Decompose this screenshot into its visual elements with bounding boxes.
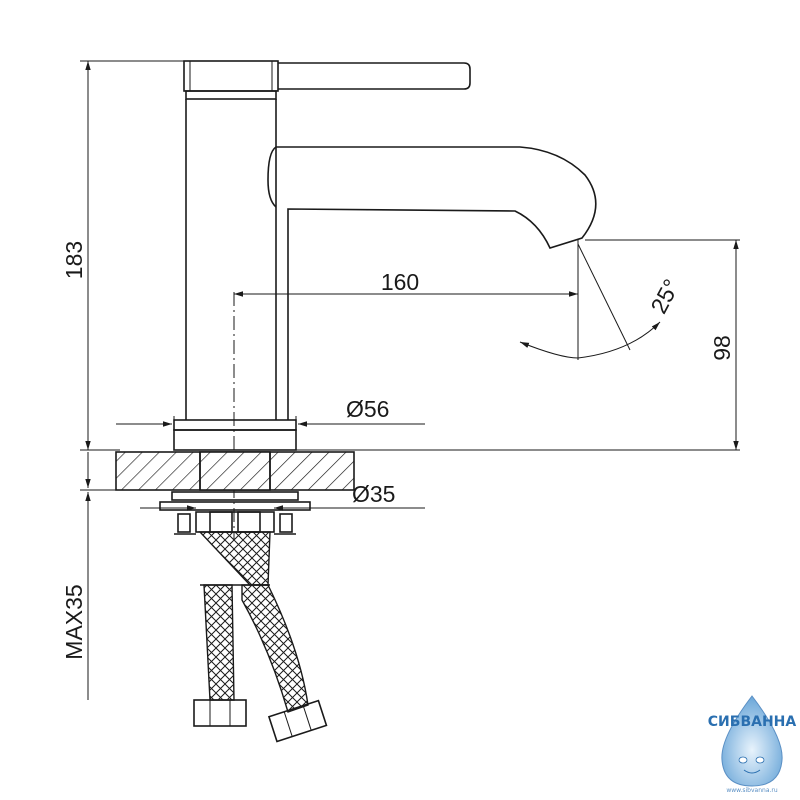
label-mount-diameter: Ø35 bbox=[352, 481, 395, 507]
logo-url: www.sibvanna.ru bbox=[726, 787, 778, 794]
hose-nut-left bbox=[193, 699, 247, 727]
dimension-height-total: 183 bbox=[61, 60, 184, 451]
handle-lever bbox=[278, 62, 471, 90]
dimension-mount-diameter: Ø35 bbox=[140, 481, 425, 511]
dimension-max-deck: MAX35 bbox=[61, 452, 120, 700]
label-height-total: 183 bbox=[61, 241, 87, 279]
dimension-spout-height: 98 bbox=[296, 239, 740, 451]
mounting-hardware bbox=[159, 491, 311, 535]
hose-right bbox=[241, 584, 309, 713]
handle-cap bbox=[183, 60, 279, 92]
dimension-base-diameter: Ø56 bbox=[116, 396, 425, 446]
brand-logo: СИБВАННА www.sibvanna.ru bbox=[708, 695, 797, 794]
sink-deck bbox=[115, 451, 355, 491]
label-base-diameter: Ø56 bbox=[346, 396, 389, 422]
label-spout-height: 98 bbox=[709, 335, 735, 361]
label-spout-angle: 25° bbox=[645, 275, 684, 318]
dimension-spout-angle: 25° bbox=[519, 243, 685, 359]
hose-nut-right bbox=[267, 699, 328, 743]
dimension-spout-reach: 160 bbox=[234, 240, 579, 360]
logo-name: СИБВАННА bbox=[708, 714, 797, 730]
label-max-deck: MAX35 bbox=[61, 584, 87, 659]
base-plate bbox=[173, 419, 297, 431]
hose-left bbox=[203, 584, 235, 701]
spout bbox=[267, 146, 597, 420]
label-spout-reach: 160 bbox=[381, 269, 419, 295]
braided-hoses bbox=[193, 531, 328, 743]
water-drop-icon bbox=[721, 695, 783, 787]
